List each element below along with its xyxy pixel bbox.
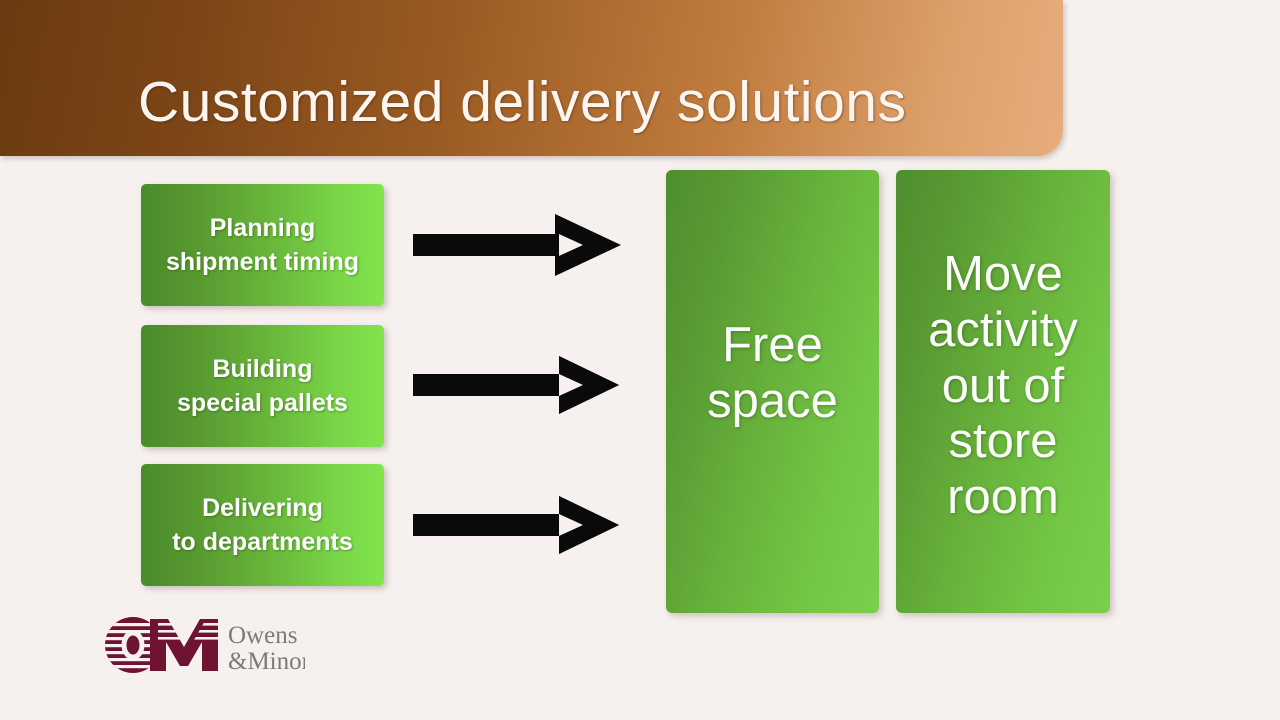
outcome-label: Move activity out of store room: [928, 246, 1078, 525]
outcome-label: Free space: [707, 317, 838, 428]
process-step-label: Building special pallets: [177, 354, 348, 418]
process-step-box[interactable]: Planning shipment timing: [141, 184, 384, 306]
owens-and-minor-logo: Owens &Minor: [105, 617, 305, 673]
title-bar: Customized delivery solutions: [0, 0, 1063, 156]
logo-m-icon: [150, 619, 222, 671]
process-step-box[interactable]: Building special pallets: [141, 325, 384, 447]
page-title: Customized delivery solutions: [138, 70, 907, 134]
logo-sphere-icon: [105, 617, 161, 673]
outcome-box[interactable]: Move activity out of store room: [896, 170, 1110, 613]
process-step-label: Delivering to departments: [172, 493, 353, 557]
arrow-right-icon: [413, 356, 619, 414]
arrow-right-icon: [413, 496, 619, 554]
logo-wordmark-line-1: Owens: [228, 622, 297, 649]
outcome-box[interactable]: Free space: [666, 170, 879, 613]
process-step-label: Planning shipment timing: [165, 213, 360, 277]
process-step-box[interactable]: Delivering to departments: [141, 464, 384, 586]
logo-wordmark-line-2: &Minor: [228, 648, 305, 673]
arrow-right-icon: [413, 214, 621, 276]
